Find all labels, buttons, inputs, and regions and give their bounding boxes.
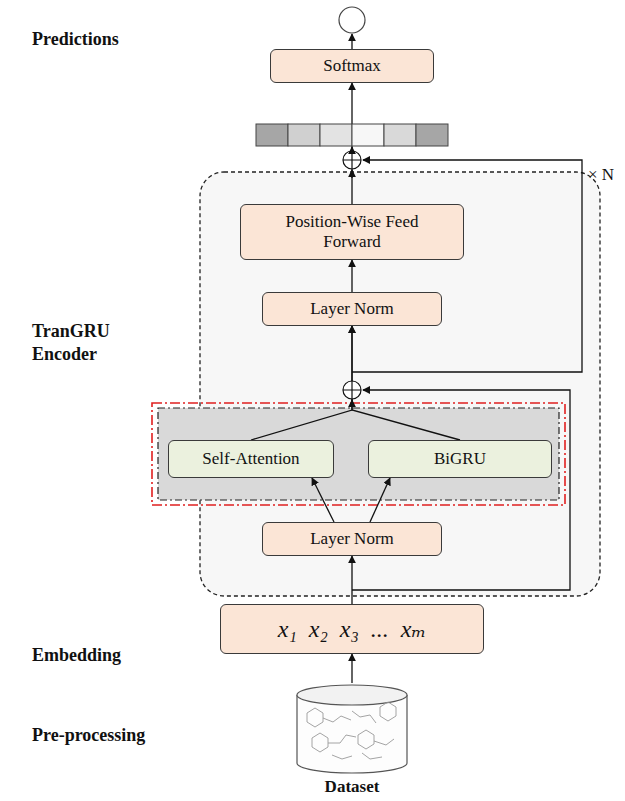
dataset-label: Dataset [325, 777, 380, 797]
encoder-frame [200, 172, 600, 596]
output-vector [256, 124, 448, 146]
bigru-box: BiGRU [368, 440, 552, 478]
fusion-outline [152, 403, 565, 505]
vector-cell [288, 124, 320, 146]
fusion-region [158, 408, 559, 500]
flow-arrow [351, 260, 352, 292]
arrow-tip [351, 400, 352, 404]
flow-arrow [312, 478, 334, 522]
dataset-illustration [292, 683, 412, 775]
residual-line [352, 160, 582, 372]
vector-cell [320, 124, 352, 146]
layer-norm-box: Layer Norm [262, 522, 442, 556]
stage-label: Predictions [32, 28, 192, 51]
vector-cell [384, 124, 416, 146]
vector-cell [352, 124, 384, 146]
stage-label: TranGRU Encoder [32, 320, 142, 365]
residual-line [352, 390, 570, 590]
flow-arrow [251, 326, 352, 440]
add-symbol [343, 381, 361, 399]
box-label: Layer Norm [310, 299, 394, 319]
vector-cell [256, 124, 288, 146]
box-label: BiGRU [434, 449, 486, 469]
layer-norm-box: Layer Norm [262, 292, 442, 326]
token-sequence: x₁ x₂ x₃ ... xₘ [278, 615, 426, 644]
attention-box: Self-Attention [168, 440, 334, 478]
flow-arrow [351, 654, 352, 683]
flow-arrow [352, 326, 460, 440]
vector-cell [416, 124, 448, 146]
embedding-box: x₁ x₂ x₃ ... xₘ [220, 604, 484, 654]
arrow-tip [351, 147, 352, 151]
softmax-box: Softmax [270, 49, 434, 83]
box-label: Softmax [323, 56, 381, 76]
box-label: Self-Attention [202, 449, 299, 469]
arrow-tip [351, 170, 352, 178]
add-symbol [343, 151, 361, 169]
box-label: Position-Wise Feed Forward [263, 212, 441, 253]
box-label: Layer Norm [310, 529, 394, 549]
flow-arrow [370, 478, 390, 522]
arrow-line [351, 34, 352, 49]
stage-label: Embedding [32, 644, 192, 667]
feed-forward-box: Position-Wise Feed Forward [240, 204, 464, 260]
flow-arrow [351, 556, 352, 604]
repeat-count: × N [588, 164, 625, 185]
output-circle [339, 7, 365, 33]
stage-label: Pre-processing [32, 724, 202, 747]
dataset-cylinder: Dataset [292, 683, 412, 797]
